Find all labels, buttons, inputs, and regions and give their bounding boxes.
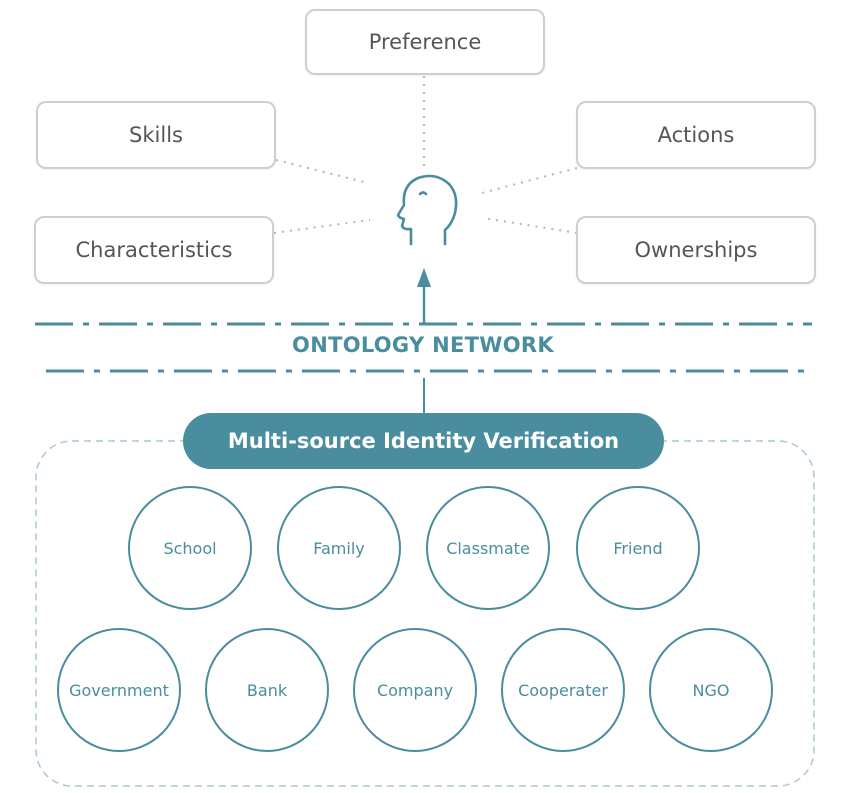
source-circle-company: Company [353,628,477,752]
source-circle-family: Family [277,486,401,610]
network-label: ONTOLOGY NETWORK [292,333,554,357]
verification-pill: Multi-source Identity Verification [183,413,664,469]
ownerships-box: Ownerships [576,216,816,284]
source-circle-friend: Friend [576,486,700,610]
connector-actions [481,167,578,194]
source-circle-cooperater: Cooperater [501,628,625,752]
arrow-up-head-icon [417,268,431,287]
characteristics-box: Characteristics [34,216,274,284]
preference-box: Preference [305,9,545,75]
source-circle-school: School [128,486,252,610]
source-circle-government: Government [57,628,181,752]
source-circle-classmate: Classmate [426,486,550,610]
connector-characteristics [273,219,371,234]
person-head-icon [396,174,458,246]
skills-box: Skills [36,101,276,169]
connector-ownerships [482,217,578,234]
source-circle-ngo: NGO [649,628,773,752]
source-circle-bank: Bank [205,628,329,752]
connector-skills [275,159,369,184]
actions-box: Actions [576,101,816,169]
